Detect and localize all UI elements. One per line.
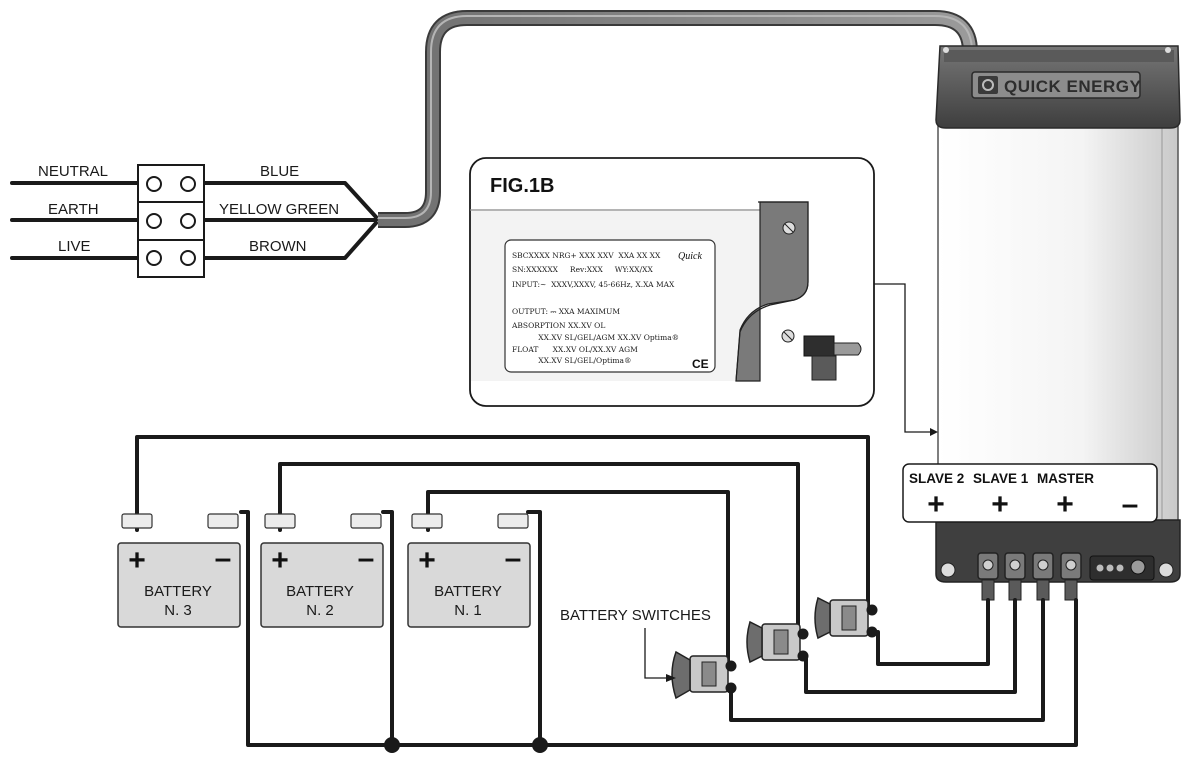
terminal-label-slave-2: SLAVE 2	[909, 471, 964, 486]
battery-2-label: BATTERY	[286, 583, 354, 600]
battery-2: + – BATTERY N. 2	[260, 513, 384, 628]
label-blue: BLUE	[260, 163, 299, 180]
plate-line-5: ABSORPTION XX.XV OL	[511, 321, 605, 330]
plate-ce-mark: CE	[692, 357, 709, 371]
plate-line-2: SN:XXXXXX Rev:XXX WY:XX/XX	[512, 265, 654, 274]
dc-wiring	[135, 435, 1078, 747]
label-earth: EARTH	[48, 201, 99, 218]
charger-brand: QUICK ENERGY	[1004, 77, 1141, 96]
plate-line-4: OUTPUT: ⎓ XXA MAXIMUM	[512, 307, 620, 316]
plate-line-1: SBCXXXX NRG+ XXX XXV XXA XX XX	[512, 251, 661, 260]
terminal-sign-slave-2: +	[927, 488, 945, 521]
battery-1: + – BATTERY N. 1	[407, 513, 531, 628]
battery-2-negative: –	[358, 542, 375, 575]
battery-3-positive: +	[128, 544, 146, 577]
junction-dot	[384, 737, 400, 753]
label-neutral: NEUTRAL	[38, 163, 108, 180]
terminal-label-master: MASTER	[1037, 471, 1094, 486]
figure-title: FIG.1B	[490, 175, 554, 197]
battery-2-positive: +	[271, 544, 289, 577]
terminal-labels-panel: SLAVE 2 SLAVE 1 MASTER + + + –	[902, 463, 1158, 523]
battery-switch-3[interactable]	[814, 596, 878, 640]
terminal-sign-master: +	[1056, 488, 1074, 521]
label-live: LIVE	[58, 238, 91, 255]
terminal-sign-slave-1: +	[991, 488, 1009, 521]
plate-line-6: XX.XV SL/GEL/AGM XX.XV Optima®	[512, 333, 679, 342]
battery-1-number: N. 1	[454, 602, 482, 619]
battery-3-negative: –	[215, 542, 232, 575]
mains-wires	[10, 181, 378, 260]
battery-2-number: N. 2	[306, 602, 334, 619]
terminal-sign-negative: –	[1122, 488, 1139, 521]
battery-switch-1[interactable]	[671, 650, 737, 700]
terminal-label-slave-1: SLAVE 1	[973, 471, 1029, 486]
plate-line-7: FLOAT XX.XV OL/XX.XV AGM	[512, 345, 638, 354]
battery-3-label: BATTERY	[144, 583, 212, 600]
battery-3-number: N. 3	[164, 602, 192, 619]
battery-switch-2[interactable]	[746, 620, 809, 664]
plate-line-8: XX.XV SL/GEL/Optima®	[512, 356, 632, 365]
terminal-block	[137, 164, 205, 278]
label-brown: BROWN	[249, 238, 307, 255]
plate-line-3: INPUT:~ XXXV,XXXV, 45-66Hz, X.XA MAX	[512, 280, 675, 289]
battery-1-label: BATTERY	[434, 583, 502, 600]
battery-1-positive: +	[418, 544, 436, 577]
label-yellow-green: YELLOW GREEN	[219, 201, 339, 218]
battery-switches-label: BATTERY SWITCHES	[560, 607, 711, 624]
battery-1-negative: –	[505, 542, 522, 575]
battery-3: + – BATTERY N. 3	[117, 513, 241, 628]
plate-brand-logo: Quick	[678, 251, 702, 262]
junction-dot	[532, 737, 548, 753]
figure-inset: FIG.1B SBCXXXX NRG+ XXX XXV XXA XX XX SN…	[469, 157, 875, 407]
